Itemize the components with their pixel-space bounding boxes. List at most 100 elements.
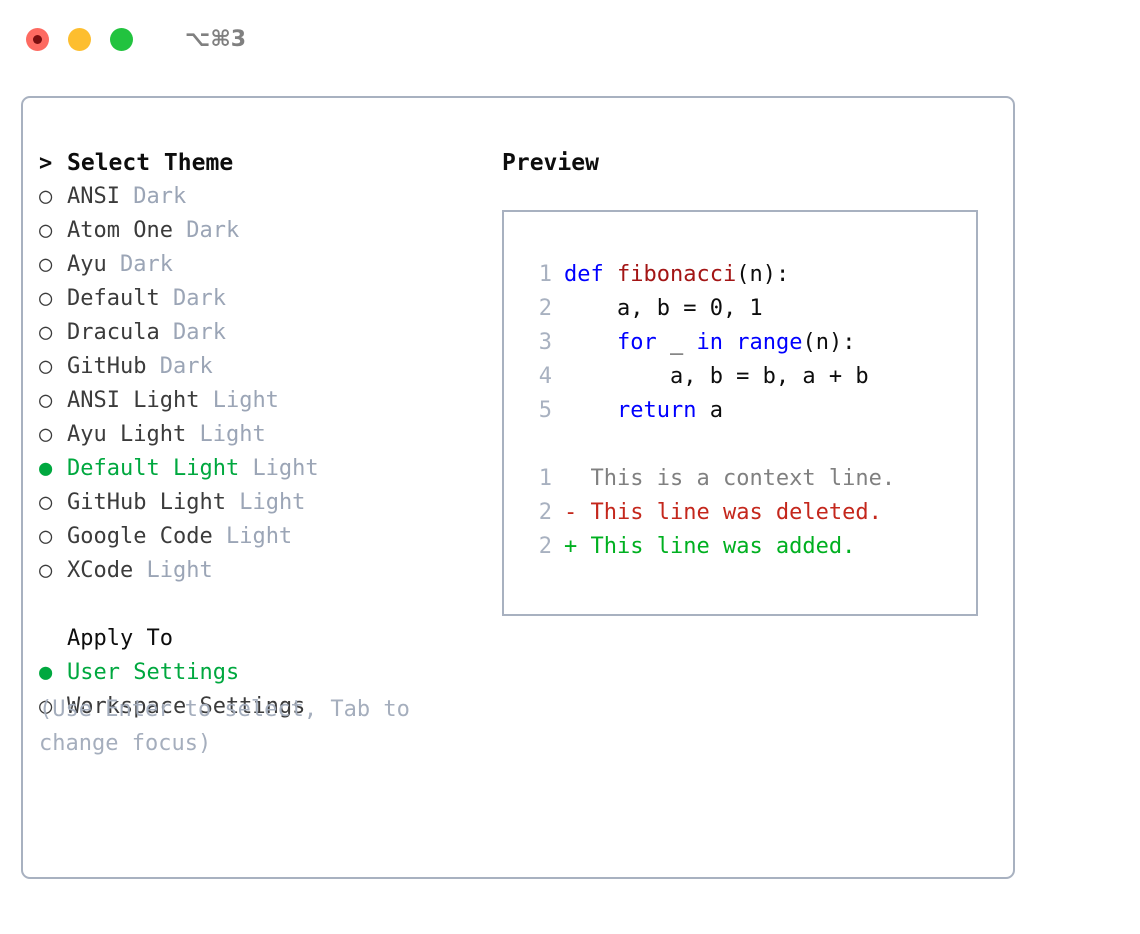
- theme-list-item[interactable]: ○Default Dark: [39, 286, 499, 320]
- theme-variant-tag: Dark: [159, 354, 213, 379]
- code-token: (n):: [802, 330, 856, 355]
- radio-selected-icon: ●: [39, 660, 53, 685]
- section-spacer: [39, 592, 499, 626]
- diff-text: This is a context line.: [590, 466, 896, 491]
- theme-list-item[interactable]: ● Default Light Light: [39, 456, 499, 490]
- radio-unselected-icon: ○: [39, 184, 53, 209]
- theme-list-item[interactable]: ○ANSI Light Light: [39, 388, 499, 422]
- theme-name-label: ANSI: [67, 184, 120, 209]
- code-blank-line: [504, 432, 976, 466]
- theme-variant-tag: Light: [252, 456, 319, 481]
- spacer: [226, 490, 239, 515]
- diff-marker: -: [564, 500, 578, 525]
- theme-list-item[interactable]: ○Ayu Dark: [39, 252, 499, 286]
- apply-to-option-label: Workspace Settings: [67, 694, 306, 719]
- apply-to-option[interactable]: ○Workspace Settings: [39, 694, 499, 728]
- theme-list-item[interactable]: ○XCode Light: [39, 558, 499, 592]
- spacer: [120, 184, 133, 209]
- diff-marker: [564, 466, 577, 491]
- radio-unselected-icon: ○: [39, 388, 53, 413]
- code-token: _: [656, 330, 697, 355]
- theme-variant-tag: Light: [239, 490, 306, 515]
- apply-to-label: Apply To: [67, 626, 173, 651]
- theme-name-label: Default: [67, 286, 160, 311]
- code-line: 2 a, b = 0, 1: [504, 296, 976, 330]
- theme-list-item[interactable]: ○ Atom One Dark: [39, 218, 499, 252]
- theme-name-label: XCode: [67, 558, 134, 583]
- theme-name-label: GitHub Light: [67, 490, 226, 515]
- diff-line: 1 This is a context line.: [504, 466, 976, 500]
- code-token: [723, 330, 736, 355]
- diff-text: This line was added.: [590, 534, 856, 559]
- theme-list-item[interactable]: ○ GitHub Dark: [39, 354, 499, 388]
- theme-list-item[interactable]: ○Google Code Light: [39, 524, 499, 558]
- line-number: 3: [538, 330, 552, 355]
- theme-name-label: Atom One: [67, 218, 173, 243]
- spacer: [186, 422, 199, 447]
- code-token: fibonacci: [616, 262, 737, 287]
- line-number: 1: [538, 262, 552, 287]
- code-line: 4 a, b = b, a + b: [504, 364, 976, 398]
- spacer: [199, 388, 212, 413]
- code-token: def: [564, 262, 617, 287]
- spacer: [160, 286, 173, 311]
- keyboard-shortcut-label: ⌥⌘3: [185, 26, 247, 52]
- radio-unselected-icon: ○: [39, 218, 53, 243]
- traffic-light-group: [26, 27, 133, 51]
- theme-list: ○ ANSI Dark ○ Atom One Dark ○ Ayu Dark ○ Defaul…: [39, 184, 499, 592]
- spacer: [213, 524, 226, 549]
- minimize-window-button[interactable]: [68, 27, 91, 51]
- spacer: [133, 558, 146, 583]
- line-number: 2: [538, 534, 552, 559]
- radio-selected-icon: ●: [39, 456, 53, 481]
- radio-unselected-icon: ○: [39, 286, 53, 311]
- theme-name-label: GitHub: [67, 354, 147, 379]
- theme-variant-tag: Dark: [186, 218, 240, 243]
- line-number: 2: [538, 296, 552, 321]
- select-theme-heading: > Select Theme: [39, 150, 499, 184]
- theme-name-label: Ayu Light: [67, 422, 187, 447]
- code-token: for: [616, 330, 657, 355]
- theme-name-label: Ayu: [67, 252, 107, 277]
- theme-list-item[interactable]: ○Dracula Dark: [39, 320, 499, 354]
- preview-title: Preview: [502, 150, 599, 176]
- apply-to-options: ●User Settings○Workspace Settings: [39, 660, 499, 728]
- theme-variant-tag: Light: [199, 422, 266, 447]
- theme-name-label: Google Code: [67, 524, 213, 549]
- theme-name-label: Default Light: [67, 456, 240, 481]
- line-number: 2: [538, 500, 552, 525]
- radio-unselected-icon: ○: [39, 524, 53, 549]
- theme-list-item[interactable]: ○ Ayu Light Light: [39, 422, 499, 456]
- radio-unselected-icon: ○: [39, 354, 53, 379]
- diff-marker: +: [564, 534, 578, 559]
- code-token: range: [736, 330, 803, 355]
- radio-unselected-icon: ○: [39, 252, 53, 277]
- maximize-window-button[interactable]: [110, 27, 133, 51]
- radio-unselected-icon: ○: [39, 558, 53, 583]
- spacer: [173, 218, 186, 243]
- radio-unselected-icon: ○: [39, 490, 53, 515]
- record-dot-icon: [33, 34, 42, 44]
- title-bar: ⌥⌘3: [0, 0, 1140, 78]
- theme-picker: > Select Theme ○ANSI Dark○Atom One Dark○…: [39, 150, 499, 728]
- spacer: [577, 466, 590, 491]
- theme-list-item[interactable]: ○ GitHub Light Light: [39, 490, 499, 524]
- spacer: [146, 354, 159, 379]
- spacer: [160, 320, 173, 345]
- code-token: [564, 398, 617, 423]
- theme-list-item[interactable]: ○ ANSI Dark: [39, 184, 499, 218]
- code-line: 3 for _ in range(n):: [504, 330, 976, 364]
- radio-unselected-icon: ○: [39, 422, 53, 447]
- close-window-button[interactable]: [26, 27, 49, 51]
- spacer: [239, 456, 252, 481]
- prompt-caret-icon: >: [39, 151, 53, 176]
- code-token: [564, 330, 617, 355]
- line-number: 4: [538, 364, 552, 389]
- diff-sample: 1 This is a context line.2- This line wa…: [504, 466, 976, 568]
- theme-variant-tag: Dark: [133, 184, 187, 209]
- apply-to-option[interactable]: ●User Settings: [39, 660, 499, 694]
- diff-text: This line was deleted.: [590, 500, 882, 525]
